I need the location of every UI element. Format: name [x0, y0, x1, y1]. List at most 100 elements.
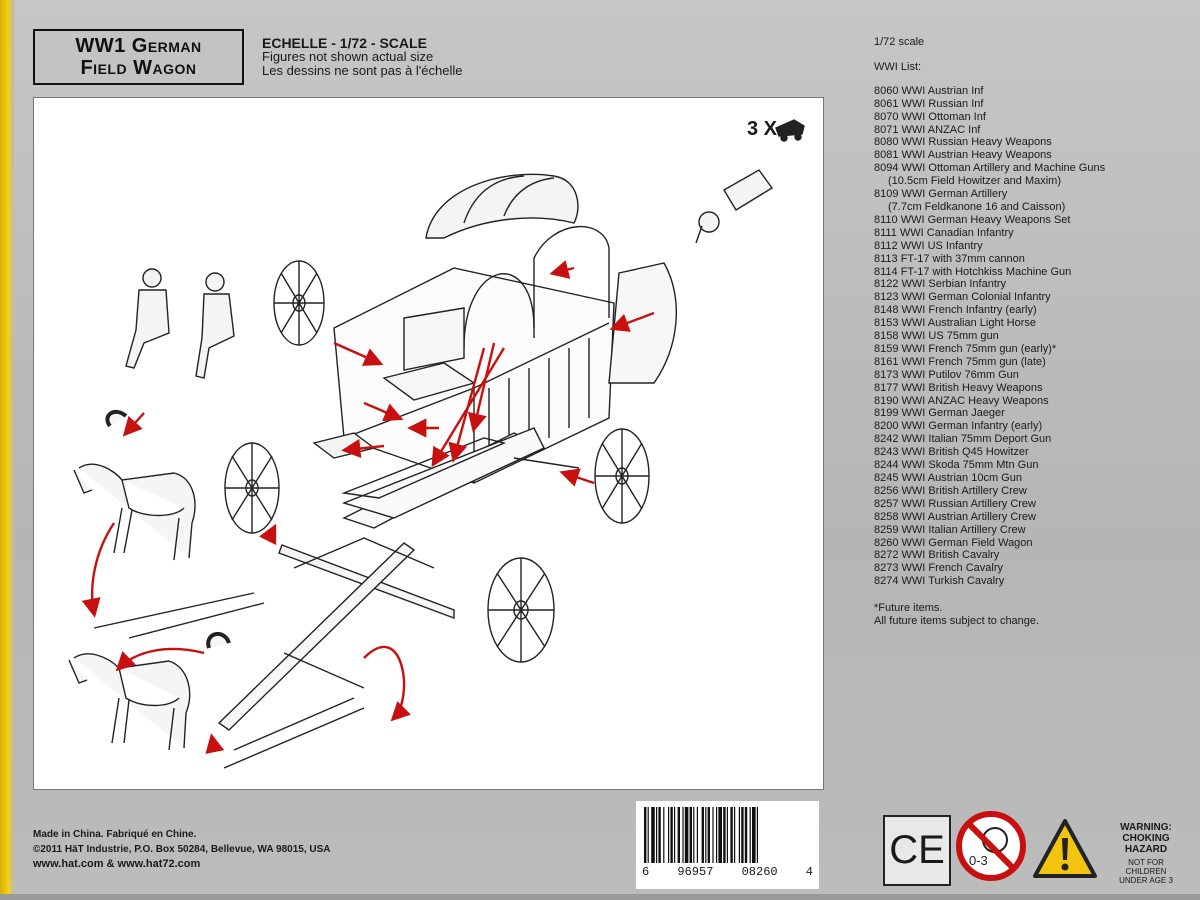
change-note: All future items subject to change. [874, 615, 1040, 628]
barcode-bar [752, 807, 756, 863]
barcode-bar [726, 807, 728, 863]
barcode-bar [738, 807, 740, 863]
title-line-1: WW1 German [75, 35, 202, 57]
wheel-right [594, 428, 650, 524]
wheel-bottom [487, 557, 555, 663]
box-bottom-edge [0, 894, 1200, 900]
barcode-bar [647, 807, 649, 863]
warning-small-line: NOT FOR [1128, 858, 1164, 867]
wagon-body [333, 226, 678, 484]
list-item: 8259 WWI Italian Artillery Crew [874, 523, 1026, 536]
list-item: 8274 WWI Turkish Cavalry [874, 575, 1005, 588]
barcode-bar [651, 807, 655, 863]
list-item: 8153 WWI Australian Light Horse [874, 317, 1037, 330]
barcode-bar [723, 807, 726, 863]
barcode-bar [744, 807, 748, 863]
warning-small-line: UNDER AGE 3 [1119, 876, 1173, 885]
made-in-china: Made in China. Fabriqué en Chine. [33, 829, 197, 840]
list-item: 8260 WWI German Field Wagon [874, 536, 1033, 549]
barcode: 6 96957 08260 4 [636, 801, 819, 889]
list-item: 8123 WWI German Colonial Infantry [874, 291, 1051, 304]
list-item: 8122 WWI Serbian Infantry [874, 278, 1007, 291]
list-item: 8272 WWI British Cavalry [874, 549, 1000, 562]
quantity-label: 3 X [747, 118, 777, 141]
list-item: (10.5cm Field Howitzer and Maxim) [888, 175, 1061, 188]
barcode-bar [701, 807, 704, 863]
glue-tube [695, 169, 774, 244]
list-item: 8113 FT-17 with 37mm cannon [874, 252, 1025, 265]
barcode-bar [689, 807, 692, 863]
barcode-digit-group: 4 [805, 865, 813, 879]
barcode-bar [756, 807, 758, 863]
list-item: (7.7cm Feldkanone 16 and Caisson) [888, 200, 1066, 213]
barcode-bar [670, 807, 673, 863]
list-item: 8094 WWI Ottoman Artillery and Machine G… [874, 162, 1106, 175]
ce-mark-text: CE [889, 828, 945, 872]
quantity-text: 3 X [746, 118, 777, 140]
list-item: 8173 WWI Putilov 76mm Gun [874, 368, 1019, 381]
scale-heading: ECHELLE - 1/72 - SCALE [262, 35, 427, 51]
canopy-part [425, 173, 579, 239]
list-item: 8244 WWI Skoda 75mm Mtn Gun [874, 459, 1039, 472]
assembly-diagram: 3 X [33, 97, 824, 790]
horse-bottom [68, 632, 231, 751]
warning-age-note: NOT FOR CHILDREN UNDER AGE 3 [1100, 858, 1192, 885]
no-child-under-3-icon: 0-3 [955, 810, 1027, 882]
list-item: 8060 WWI Austrian Inf [874, 84, 984, 97]
manufacturer-info: Made in China. Fabriqué en Chine. ©2011 … [33, 827, 331, 872]
list-item: 8111 WWI Canadian Infantry [874, 226, 1014, 239]
list-item: 8159 WWI French 75mm gun (early)* [874, 342, 1057, 355]
barcode-bar [696, 807, 698, 863]
list-item: 8148 WWI French Infantry (early) [874, 304, 1037, 317]
barcode-bar [658, 807, 661, 863]
scale-block: ECHELLE - 1/72 - SCALE Figures not shown… [262, 36, 463, 78]
list-item: 8109 WWI German Artillery [874, 188, 1008, 201]
barcode-digit-group: 6 [642, 865, 650, 879]
list-item: 8258 WWI Austrian Artillery Crew [874, 510, 1036, 523]
future-note: *Future items. [874, 602, 943, 615]
list-item: 8256 WWI British Artillery Crew [874, 484, 1027, 497]
warning-choking: CHOKING [1122, 833, 1170, 844]
product-list: 1/72 scale WWI List: 8060 WWI Austrian I… [874, 36, 1174, 628]
list-item: 8273 WWI French Cavalry [874, 562, 1003, 575]
barcode-bar [730, 807, 733, 863]
list-item: 8061 WWI Russian Inf [874, 97, 984, 110]
assembly-illustration [68, 119, 805, 769]
title-box: WW1 German Field Wagon [33, 29, 244, 85]
barcode-bar [693, 807, 695, 863]
barcode-bar [705, 807, 707, 863]
barcode-bar [644, 807, 647, 863]
list-item: 8081 WWI Austrian Heavy Weapons [874, 149, 1052, 162]
list-item: 8071 WWI ANZAC Inf [874, 123, 981, 136]
barcode-bar [684, 807, 689, 863]
list-notes: *Future items. All future items subject … [874, 602, 1174, 628]
barcode-bar [682, 807, 684, 863]
yellow-box-edge [0, 0, 14, 900]
barcode-bar [749, 807, 751, 863]
choking-warning: WARNING: CHOKING HAZARD NOT FOR CHILDREN… [1100, 822, 1192, 885]
ce-mark: CE [883, 815, 951, 886]
list-item: 8257 WWI Russian Artillery Crew [874, 497, 1036, 510]
barcode-bar [663, 807, 665, 863]
list-title: WWI List: [874, 60, 922, 73]
horse-top [73, 409, 196, 561]
wheel-top-left [273, 260, 325, 346]
barcode-bar [712, 807, 714, 863]
seated-figures [125, 268, 235, 379]
title-line-2: Field Wagon [80, 57, 197, 79]
vehicle-icon [775, 119, 805, 142]
barcode-digits: 6 96957 08260 4 [636, 865, 819, 879]
barcode-bar [718, 807, 722, 863]
barcode-bar [741, 807, 744, 863]
warning-triangle-icon [1032, 818, 1098, 880]
list-item: 8114 FT-17 with Hotchkiss Machine Gun [874, 265, 1072, 278]
barcode-bar [734, 807, 736, 863]
barcode-bar [674, 807, 676, 863]
barcode-bar [656, 807, 658, 863]
barcode-bar [668, 807, 670, 863]
list-item: 8070 WWI Ottoman Inf [874, 110, 986, 123]
wheel-left [224, 442, 280, 534]
warning-heading: WARNING: [1120, 822, 1172, 833]
barcode-bars [644, 807, 758, 863]
